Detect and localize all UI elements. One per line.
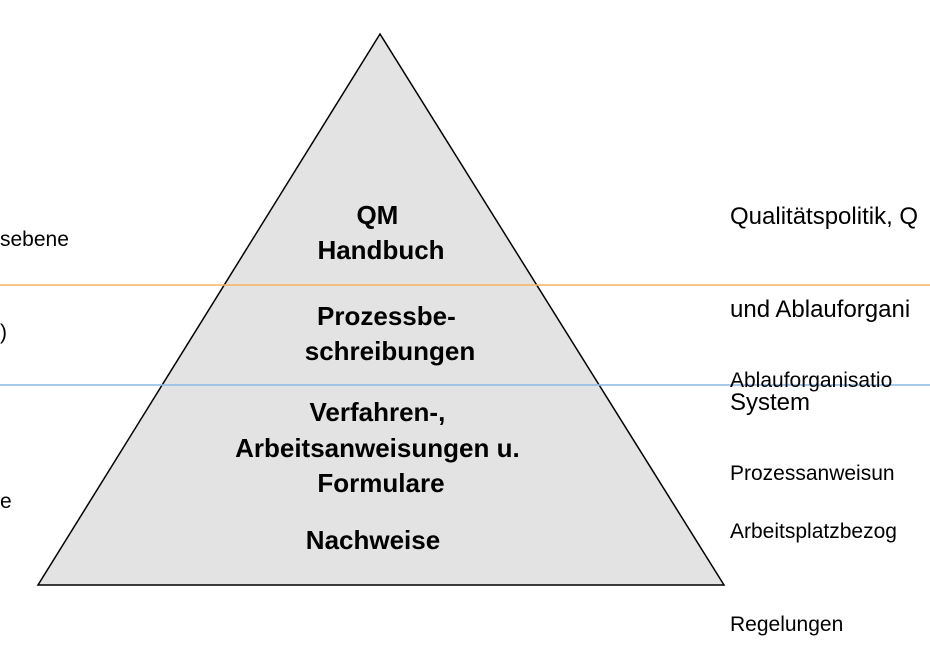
left-label-bottom-line-1: e <box>0 490 12 513</box>
tier-prozessbeschreibungen-label: Prozessbe- schreibungen <box>305 301 475 366</box>
left-label-top: sebene ) <box>0 162 69 379</box>
description-top-line-1: Qualitätspolitik, Q <box>730 203 919 230</box>
description-top-line-2: und Ablauforgani <box>730 296 911 323</box>
left-label-top-line-2: ) <box>0 321 7 344</box>
qm-document-pyramid: QM Handbuch Prozessbe- schreibungen Verf… <box>0 32 930 586</box>
tier-qm-line-1: QM <box>356 200 398 230</box>
pyramid-shape <box>36 32 726 586</box>
tier-verfahren-line-2: Arbeitsanweisungen u. <box>235 433 520 463</box>
tier-verfahren-line-3: Formulare <box>317 468 444 498</box>
description-bottom-line-2: Regelungen <box>730 613 844 636</box>
tier-verfahren-label: Verfahren-, Arbeitsanweisungen u. Formul… <box>235 397 527 498</box>
tier-prozess-line-2: schreibungen <box>305 336 475 366</box>
description-middle-line-1: Ablauforganisatio <box>730 369 893 392</box>
tier-qm-line-2: Handbuch <box>317 235 444 265</box>
description-top-line-3: System <box>730 389 811 416</box>
tier-prozess-line-1: Prozessbe- <box>317 301 456 331</box>
tier-qm-handbuch-label: QM Handbuch <box>317 200 444 265</box>
description-middle-line-2: Prozessanweisun <box>730 462 895 485</box>
description-top: Qualitätspolitik, Q und Ablauforgani Sys… <box>730 139 918 449</box>
left-label-bottom: e <box>0 424 12 548</box>
description-bottom-line-1: Arbeitsplatzbezog <box>730 520 897 543</box>
left-label-top-line-1: sebene <box>0 228 69 251</box>
description-middle: Ablauforganisatio Prozessanweisun <box>730 303 895 520</box>
description-bottom: Arbeitsplatzbezog Regelungen <box>730 454 897 671</box>
tier-nachweise-label: Nachweise <box>306 525 440 555</box>
tier-verfahren-line-1: Verfahren-, <box>309 397 445 427</box>
